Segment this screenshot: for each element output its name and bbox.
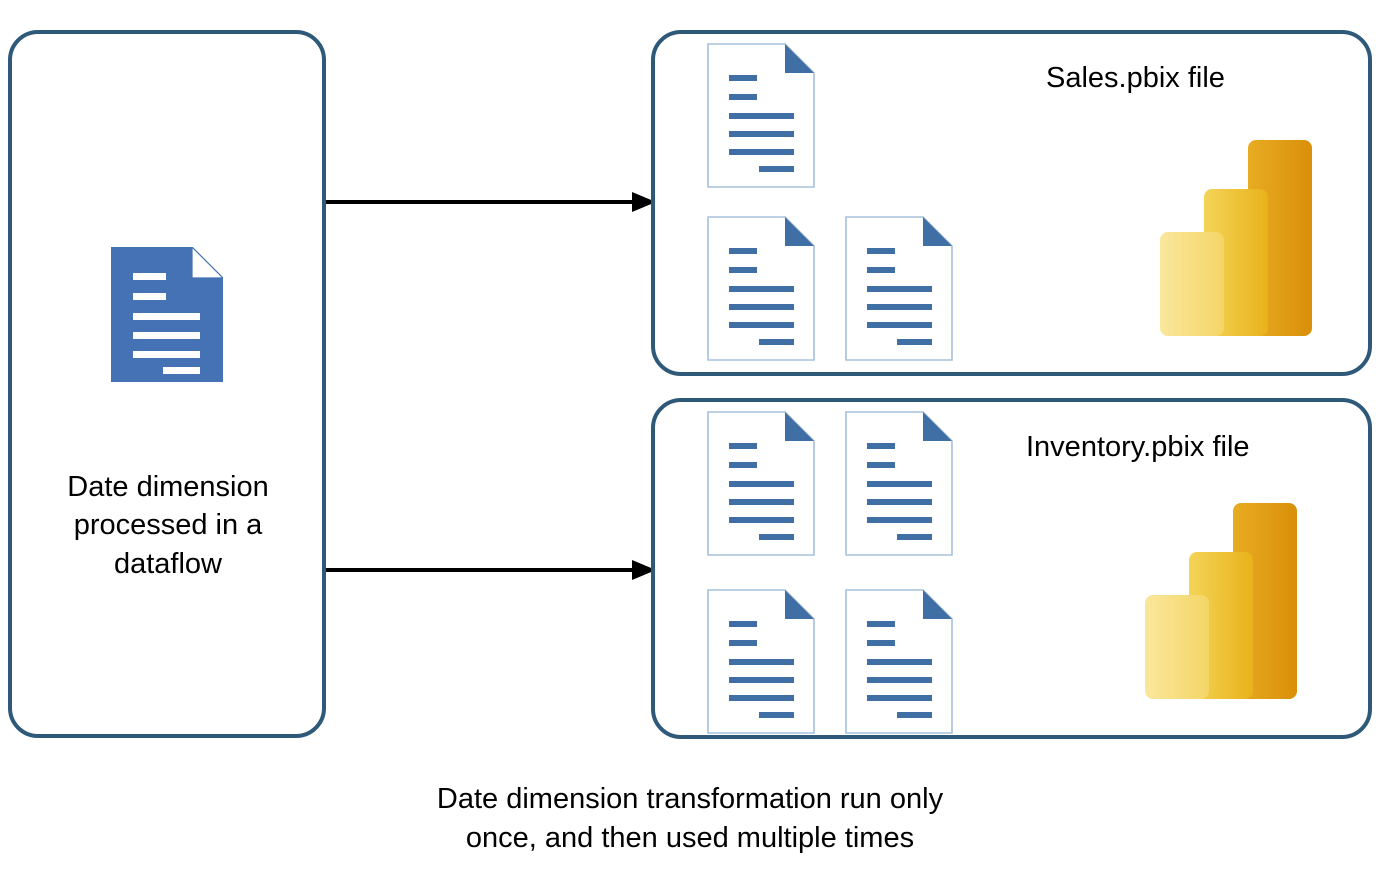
dataflow-source-box (8, 30, 326, 738)
source-caption-line-1: Date dimension (67, 471, 269, 503)
white-document-icon (707, 411, 815, 556)
white-document-icon (707, 43, 815, 188)
arrow-to-inventory (326, 557, 656, 583)
arrow-to-sales (326, 189, 656, 215)
footer-caption-line-2: once, and then used multiple times (465, 822, 915, 855)
power-bi-logo (1160, 140, 1312, 336)
footer-caption: Date dimension transformation run only o… (220, 780, 1160, 859)
power-bi-logo (1145, 503, 1297, 699)
white-document-icon (845, 411, 953, 556)
blue-document-icon (111, 245, 225, 382)
sales-box-title: Sales.pbix file (1046, 62, 1225, 94)
inventory-box-title: Inventory.pbix file (1026, 431, 1250, 463)
source-caption: Date dimension processed in a dataflow (18, 468, 318, 583)
white-document-icon (707, 589, 815, 734)
white-document-icon (707, 216, 815, 361)
source-caption-line-3: dataflow (113, 547, 222, 580)
source-caption-line-2: processed in a (73, 509, 263, 542)
white-document-icon (845, 216, 953, 361)
footer-caption-line-1: Date dimension transformation run only (436, 783, 944, 815)
white-document-icon (845, 589, 953, 734)
